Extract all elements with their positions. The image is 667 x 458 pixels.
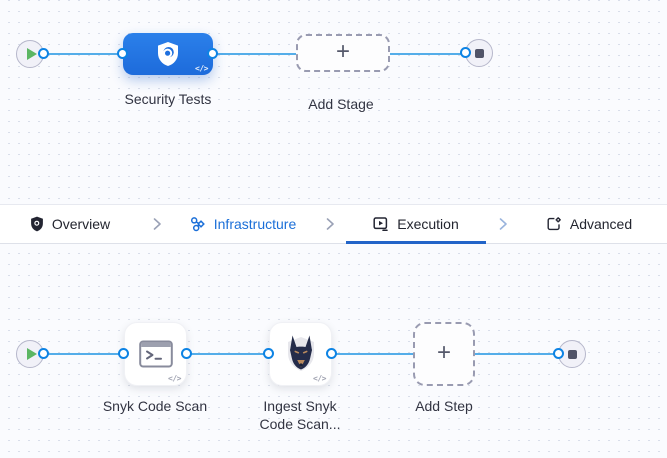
add-stage-label: Add Stage (308, 96, 374, 112)
play-icon (26, 348, 37, 360)
terminal-icon (138, 340, 173, 368)
stage-node-security-tests[interactable]: </> (123, 33, 213, 75)
step-connector-line (331, 353, 414, 355)
connector-port[interactable] (326, 348, 337, 359)
overview-shield-icon (30, 216, 43, 232)
step-connector-line (474, 353, 560, 355)
add-stage-button[interactable]: + (296, 34, 390, 72)
play-icon (26, 48, 37, 60)
tab-label: Overview (51, 216, 111, 232)
step-connector-line (186, 353, 270, 355)
infrastructure-icon (190, 217, 205, 232)
tab-overview[interactable]: Overview (0, 205, 140, 243)
connector-port[interactable] (553, 348, 564, 359)
add-step-label: Add Step (415, 398, 473, 414)
tab-label: Advanced (569, 216, 633, 232)
chevron-right-icon (313, 205, 346, 243)
stage-label: Security Tests (124, 91, 212, 107)
step-connector-line (44, 353, 125, 355)
step-node-snyk-code-scan[interactable]: </> (124, 322, 187, 386)
step-label: Snyk Code Scan (102, 398, 208, 414)
connector-port[interactable] (181, 348, 192, 359)
plus-icon: + (335, 38, 350, 65)
tab-advanced[interactable]: Advanced (519, 205, 659, 243)
stop-icon (567, 349, 577, 359)
chevron-right-icon (140, 205, 173, 243)
stage-connector-line (212, 53, 297, 55)
chevron-right-icon (486, 205, 519, 243)
code-view-icon[interactable]: </> (313, 374, 326, 383)
execution-icon (373, 217, 388, 231)
connector-port[interactable] (263, 348, 274, 359)
security-shield-icon (158, 42, 178, 66)
connector-port[interactable] (38, 348, 49, 359)
tab-infrastructure[interactable]: Infrastructure (173, 205, 313, 243)
advanced-icon (547, 217, 561, 231)
stage-connector-line (389, 53, 466, 55)
connector-port[interactable] (117, 48, 128, 59)
connector-port[interactable] (460, 47, 471, 58)
stage-config-tab-bar: Overview Infrastructure (0, 204, 667, 244)
snyk-icon (287, 335, 314, 371)
tab-label: Infrastructure (213, 216, 297, 232)
step-label: Ingest Snyk Code Scan... (259, 398, 341, 432)
step-node-ingest-snyk[interactable]: </> (269, 322, 332, 386)
stage-connector-line (44, 53, 124, 55)
tab-execution[interactable]: Execution (346, 205, 486, 244)
connector-port[interactable] (118, 348, 129, 359)
tab-label: Execution (397, 216, 459, 232)
stage-pipeline-end-node (465, 39, 493, 67)
code-view-icon[interactable]: </> (195, 64, 208, 73)
stop-icon (474, 48, 484, 58)
code-view-icon[interactable]: </> (168, 374, 181, 383)
add-step-button[interactable]: + (413, 322, 475, 386)
plus-icon: + (436, 339, 451, 366)
connector-port[interactable] (207, 48, 218, 59)
connector-port[interactable] (38, 48, 49, 59)
